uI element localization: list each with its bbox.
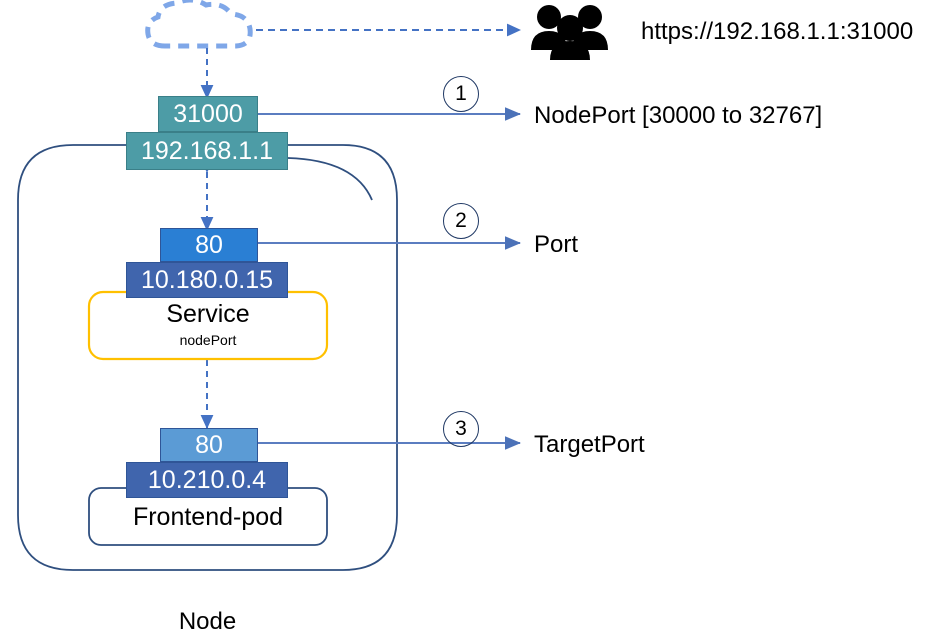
service-ip-box: 10.180.0.15: [126, 262, 288, 298]
service-subtitle: nodePort: [179, 332, 237, 348]
annotation-1-number: 1: [443, 76, 479, 112]
service-port-box: 80: [160, 228, 258, 262]
node-ip-box: 192.168.1.1: [126, 132, 288, 170]
users-group-icon: [531, 5, 608, 60]
annotation-1-label: NodePort [30000 to 32767]: [534, 102, 823, 129]
access-url-label: https://192.168.1.1:31000: [641, 18, 914, 45]
nodeport-port-box: 31000: [158, 96, 258, 132]
node-label: Node: [178, 608, 237, 635]
node-boundary-accent: [287, 157, 373, 201]
pod-port-box: 80: [160, 428, 258, 462]
annotation-3-label: TargetPort: [534, 431, 645, 458]
pod-ip-box: 10.210.0.4: [126, 462, 288, 498]
pod-title: Frontend-pod: [132, 503, 284, 531]
annotation-2-label: Port: [534, 231, 579, 258]
annotation-2-number: 2: [443, 203, 479, 239]
cloud-icon: [145, 0, 253, 49]
service-title: Service: [166, 300, 250, 328]
annotation-3-number: 3: [443, 411, 479, 447]
node-boundary: [17, 144, 398, 571]
